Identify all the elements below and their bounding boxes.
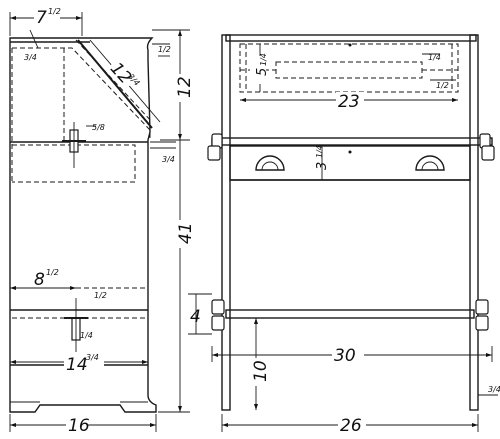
front-right-leg: [469, 34, 479, 411]
svg-text:14: 14: [66, 355, 88, 375]
dim-side-width: 16: [9, 414, 157, 436]
svg-text:5: 5: [255, 68, 270, 76]
dim-front-width: 26: [221, 414, 479, 436]
front-view: 5 1/4 1/4 1/2 23: [188, 34, 500, 436]
dim-leg-height: 10: [244, 318, 271, 410]
side-outline: [9, 37, 157, 413]
dim-shelf-gap: 4: [188, 293, 212, 335]
svg-text:23: 23: [338, 92, 360, 112]
front-handle-left: [255, 155, 285, 171]
dim-corner-small: 3/4: [24, 53, 37, 62]
dim-rail-length: 30: [211, 346, 493, 366]
dim-drawer-height: 5 1/4: [250, 44, 270, 92]
svg-text:3/4: 3/4: [162, 155, 175, 164]
dim-handle-height: 3 1/4: [315, 145, 330, 180]
dim-drawer-width: 23: [240, 92, 458, 112]
side-hinge-lower: [64, 298, 88, 352]
front-lower-shelf: [211, 299, 489, 331]
dim-top-height: 12: [152, 29, 195, 141]
svg-text:1/2: 1/2: [48, 7, 61, 16]
svg-text:1/2: 1/2: [46, 268, 59, 277]
front-desk-rail: [207, 133, 495, 161]
dim-top-width: 7 1/2: [9, 7, 83, 36]
svg-text:30: 30: [334, 346, 356, 366]
dim-right-small: 3/4: [478, 385, 500, 396]
svg-text:3: 3: [315, 162, 330, 170]
dim-bar-gap: 3/4: [150, 141, 176, 164]
svg-text:1/4: 1/4: [315, 145, 324, 158]
dim-lower-small: 1/2: [94, 291, 107, 300]
svg-text:12: 12: [175, 76, 195, 98]
dim-drawer-right-bottom: 1/2: [436, 81, 449, 90]
svg-text:41: 41: [176, 222, 196, 244]
svg-text:26: 26: [340, 416, 362, 436]
dim-top-width-label: 7: [36, 8, 47, 28]
side-upper-hidden: [12, 47, 151, 140]
front-drawer-hidden: [239, 43, 459, 93]
dim-drawer-right-top: 1/4: [428, 53, 441, 62]
dim-lower-depth: 8 1/2: [10, 268, 76, 290]
side-hinge-upper: [62, 122, 86, 168]
svg-text:10: 10: [251, 360, 271, 382]
side-slant-front: [77, 39, 153, 129]
dim-slant-gap: 1/2: [152, 43, 171, 57]
dim-hinge-size: 5/8: [92, 123, 105, 132]
svg-text:16: 16: [68, 416, 90, 436]
front-left-leg: [221, 34, 231, 411]
dim-slant-length: 12 3/4: [106, 57, 141, 90]
front-handle-right: [415, 155, 445, 171]
svg-text:4: 4: [190, 307, 201, 327]
dim-base-depth: 14 3/4: [10, 352, 148, 375]
dim-lower-small-b: 1/4: [80, 331, 93, 340]
dim-overall-height: 41: [158, 140, 196, 413]
svg-text:1/2: 1/2: [158, 45, 171, 54]
svg-text:1/4: 1/4: [259, 53, 268, 66]
svg-text:3/4: 3/4: [488, 385, 500, 394]
svg-text:8: 8: [34, 270, 45, 290]
front-top-board: [225, 34, 477, 42]
svg-text:3/4: 3/4: [86, 353, 99, 362]
side-view: 7 1/2 12 3/4 3/4 1/2 12 5/8: [9, 7, 196, 436]
